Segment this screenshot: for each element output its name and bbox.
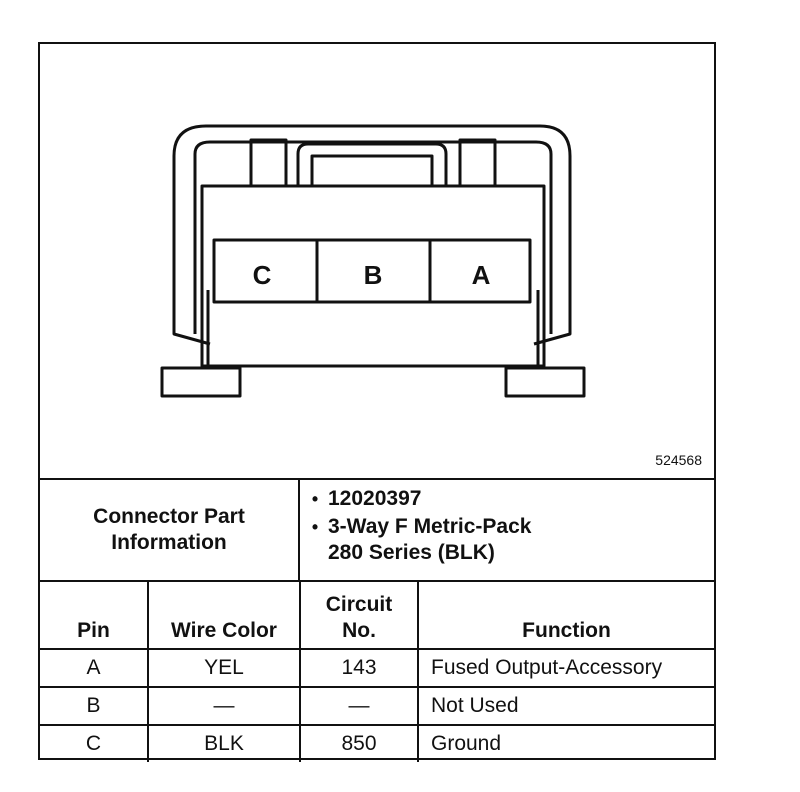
header-wire-color: Wire Color	[147, 582, 301, 650]
table-row: B — — Not Used	[40, 686, 714, 726]
cell-function: Not Used	[417, 686, 714, 726]
right-tab	[458, 138, 497, 188]
drawing-number: 524568	[655, 452, 702, 468]
left-foot	[160, 366, 242, 398]
cell-function: Fused Output-Accessory	[417, 648, 714, 688]
cavity-block	[212, 238, 532, 304]
part-number: 12020397	[328, 487, 422, 510]
connector-diagram: C B A 524568	[40, 44, 714, 478]
connector-part-info-label: Connector Part Information	[40, 480, 300, 580]
housing-inner-outline	[193, 140, 553, 334]
cell-pin: C	[40, 724, 149, 762]
detail-item: • 3-Way F Metric-Pack 280 Series (BLK)	[302, 514, 702, 566]
bullet-icon: •	[311, 517, 319, 537]
table-row: A YEL 143 Fused Output-Accessory	[40, 648, 714, 688]
right-foot	[504, 366, 586, 398]
cell-wire-color: YEL	[147, 648, 301, 688]
pin-label-c: C	[253, 260, 272, 290]
detail-item: • 12020397	[302, 486, 702, 512]
center-lock-inner	[310, 154, 434, 186]
connector-drawing: C B A	[160, 124, 586, 398]
cell-pin: B	[40, 686, 149, 726]
center-lock	[296, 142, 448, 186]
cell-wire-color: —	[147, 686, 301, 726]
left-tab	[249, 138, 288, 188]
connector-part-details: • 12020397 • 3-Way F Metric-Pack 280 Ser…	[302, 484, 702, 566]
connector-description: 3-Way F Metric-Pack 280 Series (BLK)	[328, 515, 532, 564]
pin-table: Pin Wire Color Circuit No. Function A YE…	[40, 580, 714, 762]
header-function: Function	[417, 582, 714, 650]
connector-sheet: C B A 524568 Connector Part Information …	[38, 42, 716, 762]
cell-function: Ground	[417, 724, 714, 762]
header-circuit-no: Circuit No.	[299, 582, 419, 650]
cell-wire-color: BLK	[147, 724, 301, 762]
table-row: C BLK 850 Ground	[40, 724, 714, 762]
connector-body	[200, 184, 546, 368]
table-header-row: Pin Wire Color Circuit No. Function	[40, 582, 714, 650]
pin-label-a: A	[472, 260, 491, 290]
pin-label-b: B	[364, 260, 383, 290]
connector-part-info: Connector Part Information • 12020397 • …	[40, 478, 714, 580]
cell-circuit-no: 850	[299, 724, 419, 762]
cell-circuit-no: 143	[299, 648, 419, 688]
cell-circuit-no: —	[299, 686, 419, 726]
bullet-icon: •	[311, 489, 319, 509]
housing-outline	[172, 124, 572, 346]
cell-pin: A	[40, 648, 149, 688]
header-pin: Pin	[40, 582, 149, 650]
